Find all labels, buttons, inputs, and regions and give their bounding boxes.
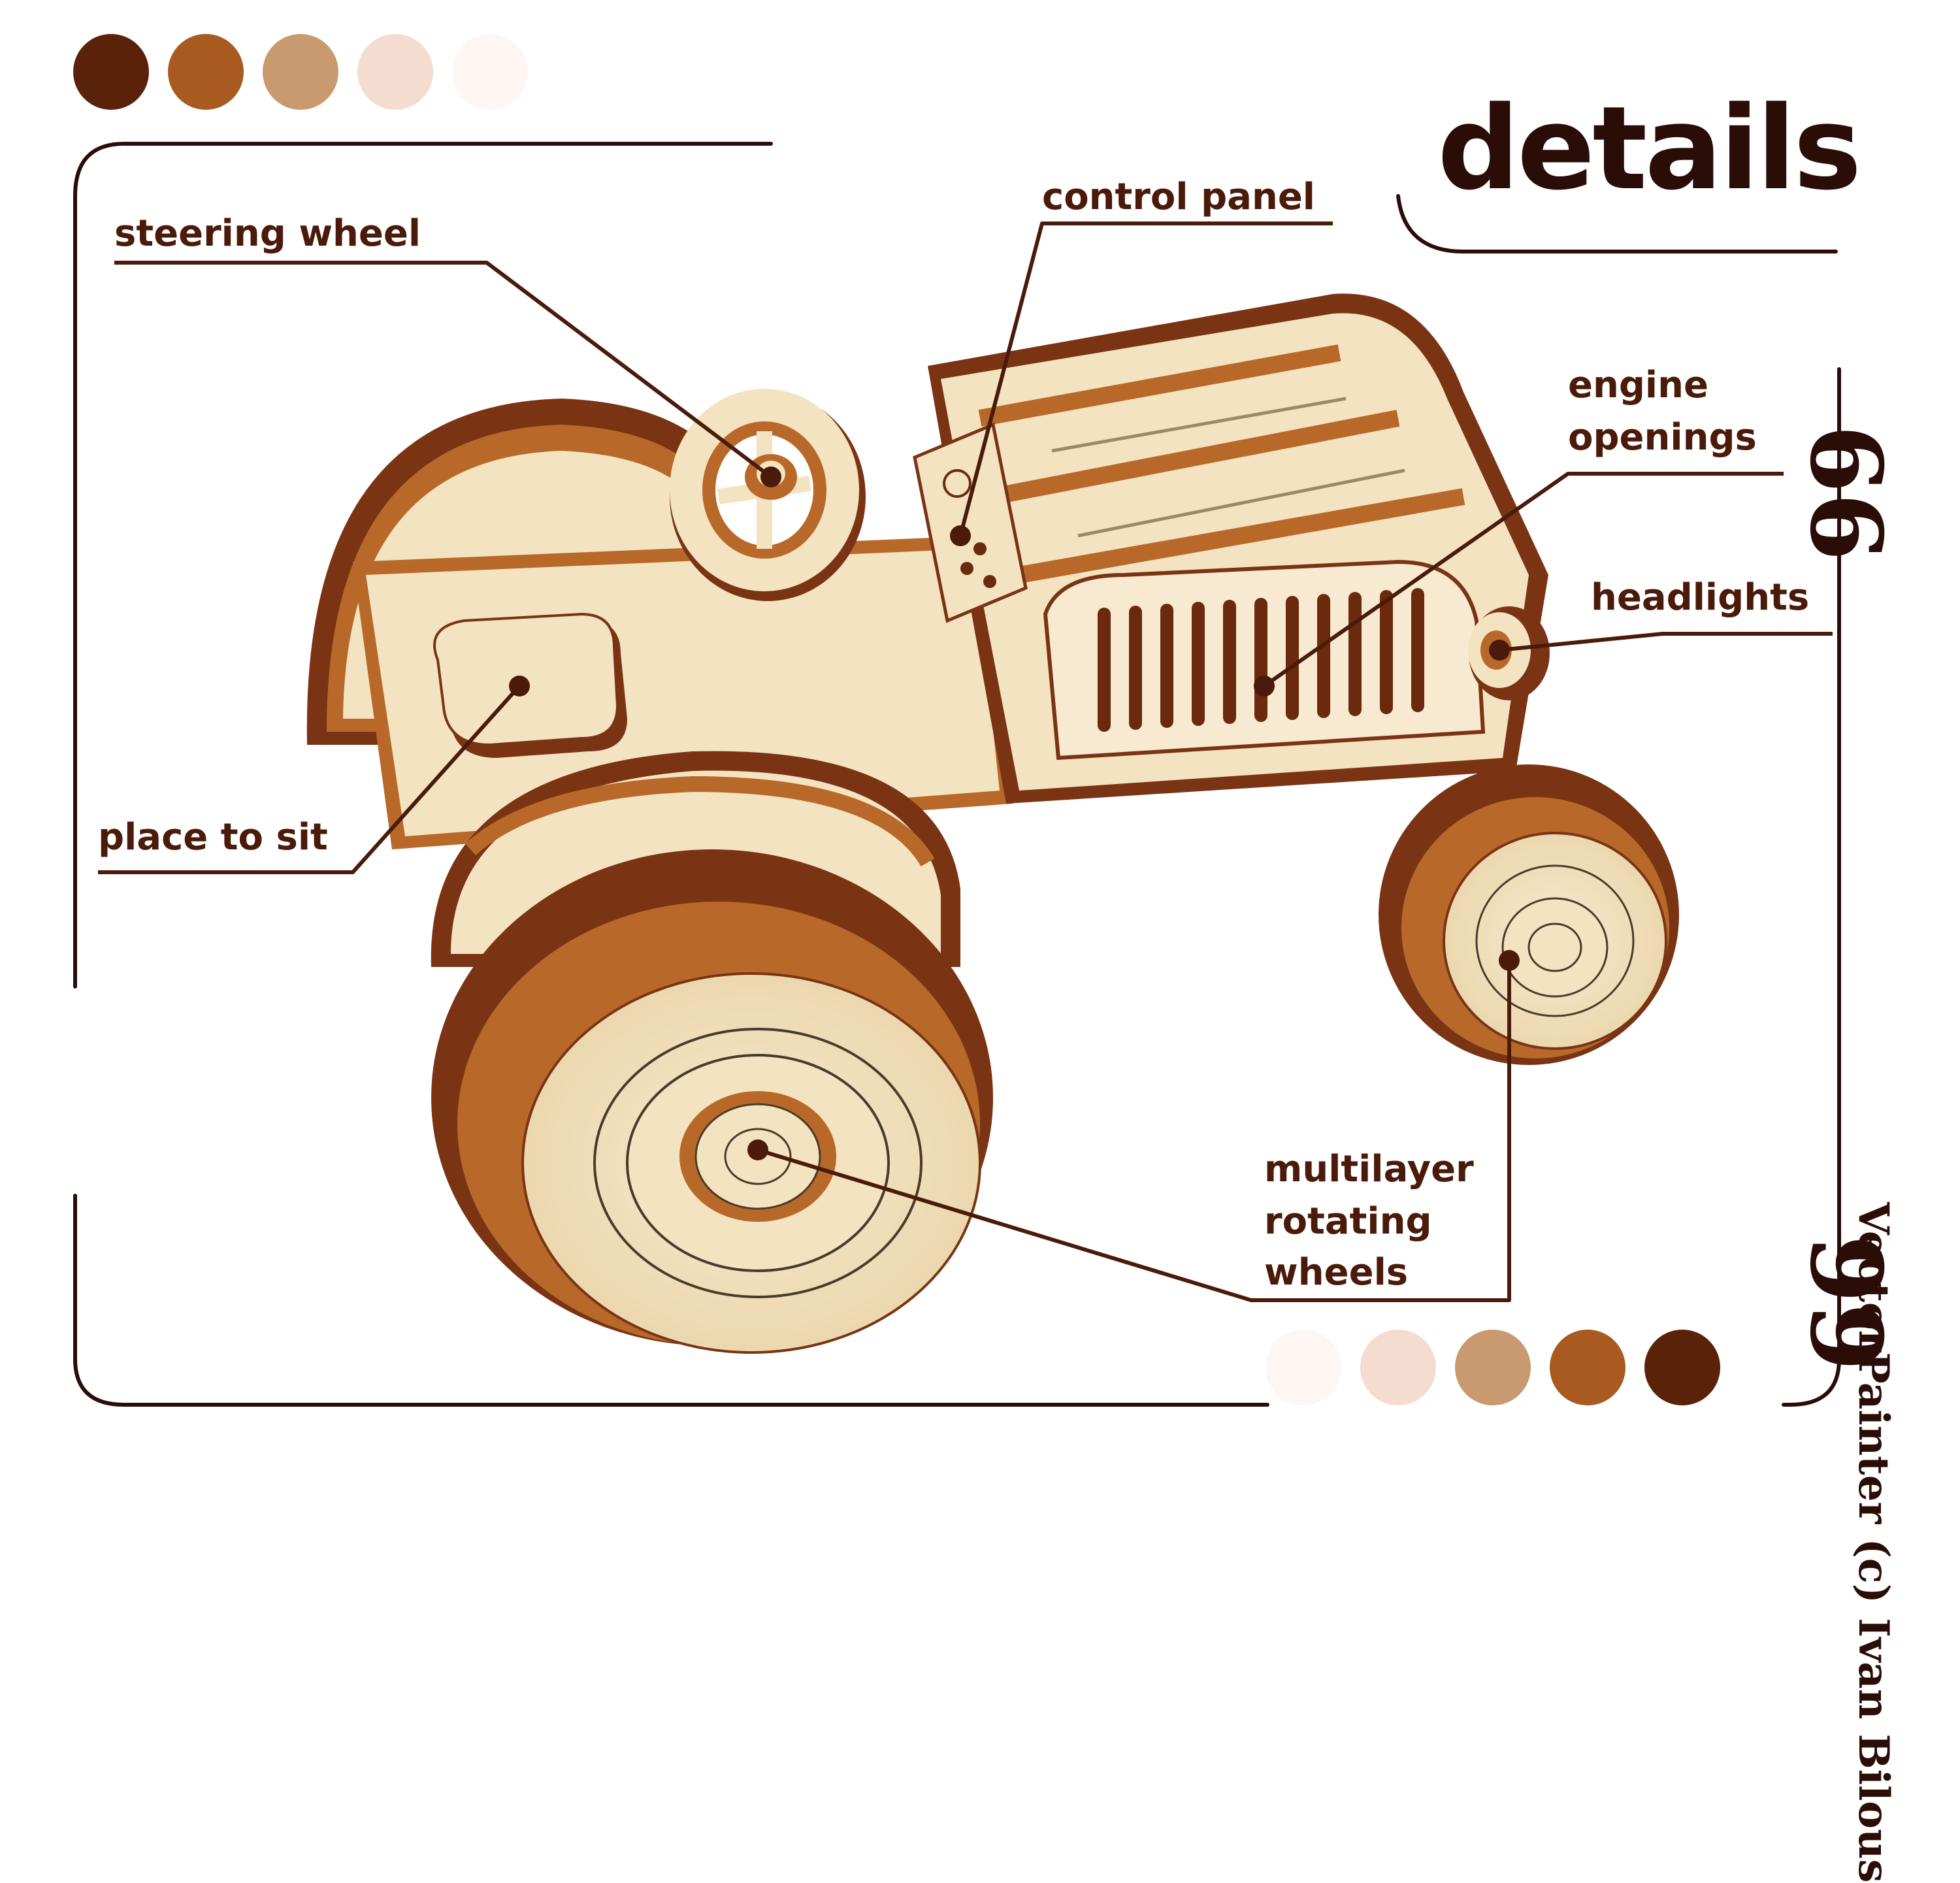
quote-open-mark: 66 — [1788, 425, 1903, 561]
seat-graphic — [433, 612, 627, 758]
rear-wheel-front — [431, 849, 993, 1354]
grille-slot — [1129, 606, 1142, 730]
palette-swatch — [1455, 1330, 1531, 1405]
palette-swatch — [73, 34, 149, 110]
grille-slot — [1380, 590, 1393, 714]
leader-wheels — [757, 960, 1511, 1302]
steering-wheel-graphic — [670, 389, 866, 601]
palette-swatch — [263, 34, 338, 110]
label-control-panel: control panel — [1042, 176, 1316, 218]
diagram-graphics — [73, 34, 1841, 1407]
grille-slot — [1348, 592, 1362, 716]
label-wheels-line2: rotating — [1264, 1200, 1432, 1243]
palette-top — [73, 34, 528, 110]
diagram-canvas: details steering wheel control panel eng… — [73, 34, 1903, 1883]
grille-slot — [1317, 594, 1330, 718]
label-engine-openings-line2: openings — [1568, 416, 1757, 459]
leader-lines — [98, 221, 1833, 1302]
frame-right — [1782, 367, 1841, 1407]
frame-title-underline — [1396, 194, 1838, 254]
label-steering-wheel: steering wheel — [114, 212, 421, 255]
palette-swatch — [357, 34, 433, 110]
label-place-to-sit: place to sit — [98, 816, 328, 859]
palette-swatch — [168, 34, 244, 110]
quote-close-mark: 99 — [1788, 1235, 1903, 1371]
palette-swatch — [1550, 1330, 1625, 1405]
tractor-body — [353, 293, 1548, 849]
leader-dots — [509, 467, 1520, 1160]
grille-slot — [1160, 604, 1173, 728]
frame — [73, 142, 1841, 1407]
leader-control-panel — [958, 221, 1333, 536]
palette-swatch — [1644, 1330, 1720, 1405]
palette-swatch — [1360, 1330, 1436, 1405]
palette-swatch — [1266, 1330, 1341, 1405]
leader-engine-openings — [1263, 472, 1784, 688]
label-wheels-line1: multilayer — [1264, 1148, 1474, 1190]
grille-slot — [1223, 600, 1236, 724]
label-engine-openings-line1: engine — [1568, 364, 1708, 406]
palette-bottom — [1266, 1330, 1720, 1405]
grille-slot — [1254, 598, 1267, 722]
control-panel-graphic — [913, 422, 1028, 623]
palette-swatch — [452, 34, 528, 110]
grille-slot — [1192, 602, 1205, 726]
tractor-illustration — [306, 293, 1679, 1354]
leader-headlights — [1499, 632, 1833, 652]
grille-slot — [1411, 588, 1424, 712]
label-headlights: headlights — [1591, 576, 1810, 619]
page-title: details — [1437, 82, 1862, 216]
leader-place-to-sit — [98, 684, 521, 874]
grille-slot — [1098, 608, 1111, 732]
front-wheel — [1379, 764, 1679, 1065]
leader-steering-wheel — [114, 261, 772, 479]
grille-slot — [1286, 596, 1299, 720]
frame-top-left — [73, 142, 773, 989]
frame-bottom-left — [73, 1194, 1269, 1407]
label-wheels-line3: wheels — [1264, 1251, 1409, 1294]
